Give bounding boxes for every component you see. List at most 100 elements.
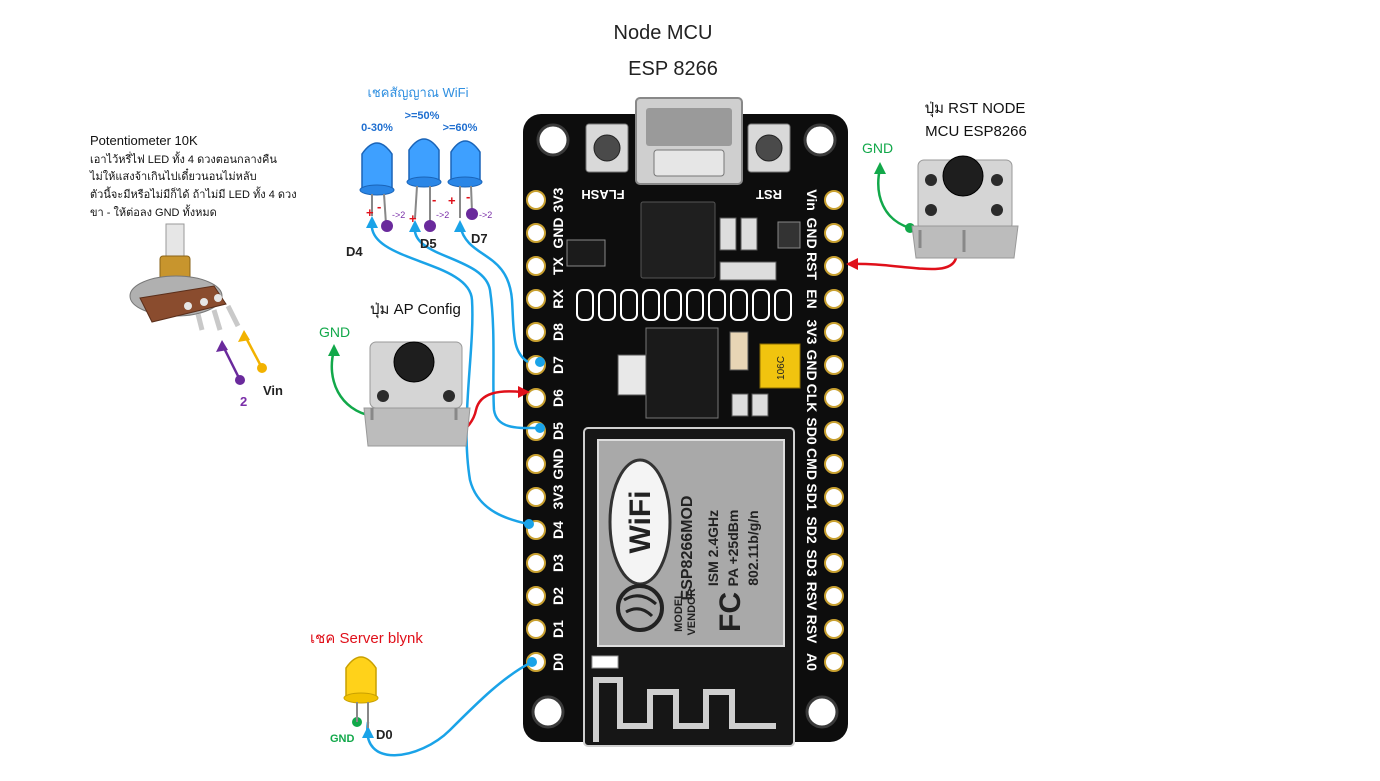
right-pin-label: Vin: [804, 189, 820, 211]
pot-note-line1: เอาไว้หรี่ไฟ LED ทั้ง 4 ดวงตอนกลางคืน: [90, 151, 277, 166]
server-led-gnd: GND: [330, 733, 355, 745]
right-pin-hole: [824, 355, 844, 375]
right-pin-label: CMD: [804, 448, 820, 480]
right-pin-label: RSV: [804, 582, 820, 611]
left-pin-hole: [526, 487, 546, 507]
smd-part: [777, 221, 801, 249]
flash-button: [585, 123, 629, 173]
right-pin-hole: [824, 586, 844, 606]
mounting-hole: [536, 123, 570, 157]
mounting-hole: [803, 123, 837, 157]
usb-serial-chip: [640, 201, 716, 279]
left-pin-label: TX: [550, 256, 566, 275]
smd-part: [617, 354, 647, 396]
led-blue-2: [406, 138, 442, 232]
wire-ap-gnd: [330, 349, 373, 418]
transistor: [566, 239, 606, 267]
module-line-3: PA +25dBm: [725, 510, 741, 587]
micro-usb-port: [635, 97, 743, 185]
wire-server-d0: [366, 660, 533, 757]
led-blue-3: [447, 140, 483, 220]
right-pin-label: EN: [804, 289, 820, 308]
rst-label: RST: [756, 187, 782, 202]
left-pin-label: D7: [550, 356, 566, 374]
led-blue-1: [359, 142, 395, 232]
led3-minus: -: [466, 189, 470, 204]
right-pin-hole: [824, 322, 844, 342]
left-pin-hole: [526, 619, 546, 639]
left-pin-label: 3V3: [550, 484, 566, 509]
wire-led-d4: [370, 221, 529, 526]
led2-pin-label: D5: [420, 236, 437, 251]
capacitor-text: 106C: [776, 356, 787, 380]
right-pin-label: SD0: [804, 417, 820, 444]
right-pin-hole: [824, 223, 844, 243]
wire-rst-gnd: [877, 167, 911, 230]
ap-button-gnd: GND: [319, 324, 350, 340]
right-pin-label: GND: [804, 217, 820, 248]
right-pin-label: SD3: [804, 549, 820, 576]
pot-note-line4: ขา - ให้ต่อลง GND ทั้งหมด: [90, 204, 217, 219]
left-pin-hole: [526, 586, 546, 606]
pcb-antenna: [593, 677, 776, 742]
wifi-logo: WiFi: [608, 458, 672, 586]
left-pin-label: GND: [550, 217, 566, 248]
led1-to2: ->2: [392, 210, 405, 220]
left-pin-hole: [526, 289, 546, 309]
left-pin-label: D4: [550, 521, 566, 539]
smd-part: [719, 261, 777, 281]
pot-note-line3: ตัวนี้จะมีหรือไม่มีก็ได้ ถ้าไม่มี LED ทั…: [90, 186, 297, 201]
wire-endpoints: [216, 162, 915, 738]
pot-vin-label: Vin: [263, 383, 283, 398]
smd-row: [576, 289, 792, 321]
wifi-leds-title: เชคสัญญาณ WiFi: [367, 85, 468, 100]
right-pin-label: GND: [804, 349, 820, 380]
potentiometer: [129, 223, 241, 331]
mounting-hole: [805, 695, 839, 729]
vendor-text: VENDOR: [686, 588, 698, 635]
module-line-2: ISM 2.4GHz: [705, 510, 721, 586]
led3-plus: +: [448, 193, 456, 208]
led3-to2: ->2: [479, 210, 492, 220]
left-pin-label: D0: [550, 653, 566, 671]
left-pin-label: D1: [550, 620, 566, 638]
left-pin-hole: [526, 553, 546, 573]
server-led: [343, 656, 379, 728]
right-pin-label: RST: [804, 252, 820, 280]
module-line-1: ESP8266MOD: [679, 496, 696, 601]
rst-button-title-line2: MCU ESP8266: [925, 123, 1027, 140]
left-pin-label: D3: [550, 554, 566, 572]
right-pin-hole: [824, 520, 844, 540]
right-pin-hole: [824, 421, 844, 441]
led2-plus: +: [409, 211, 417, 226]
rst-button-title-line1: ปุ่ม RST NODE: [925, 100, 1026, 118]
model-text: MODEL: [673, 592, 685, 632]
voltage-regulator: [645, 327, 719, 419]
right-pin-hole: [824, 256, 844, 276]
right-pin-hole: [824, 289, 844, 309]
board-rst-button: [747, 123, 791, 173]
led-level-3: >=60%: [443, 122, 478, 134]
module-led: [591, 655, 619, 669]
led2-to2: ->2: [436, 210, 449, 220]
right-pin-label: SD2: [804, 516, 820, 543]
right-pin-hole: [824, 388, 844, 408]
smd-part: [729, 331, 749, 371]
left-pin-hole: [526, 190, 546, 210]
svg-text:WiFi: WiFi: [624, 490, 657, 553]
right-pin-hole: [824, 553, 844, 573]
right-pin-hole: [824, 454, 844, 474]
left-pin-hole: [526, 454, 546, 474]
module-line-4: 802.11b/g/n: [745, 510, 761, 585]
right-pin-label: RSV: [804, 615, 820, 644]
left-pin-hole: [526, 388, 546, 408]
right-pin-header: VinGNDRSTEN3V3GNDCLKSD0CMDSD1SD2SD3RSVRS…: [804, 189, 844, 672]
ap-config-button: [363, 341, 471, 447]
right-pin-label: 3V3: [804, 320, 820, 345]
right-pin-label: CLK: [804, 384, 820, 413]
tantalum-capacitor: [759, 343, 801, 389]
left-pin-label: D2: [550, 587, 566, 605]
